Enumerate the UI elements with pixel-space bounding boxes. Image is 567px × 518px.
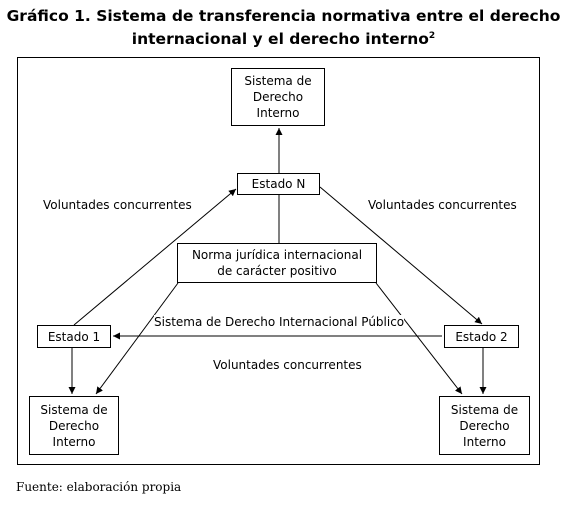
arrow-norma-to-sistema-right bbox=[375, 282, 463, 395]
label-voluntades-bottom: Voluntades concurrentes bbox=[213, 358, 362, 372]
label-voluntades-right: Voluntades concurrentes bbox=[368, 198, 517, 212]
node-sistema-left: Sistema de Derecho Interno bbox=[29, 396, 119, 455]
node-sistema-top: Sistema de Derecho Interno bbox=[231, 68, 325, 126]
title-line-1: Gráfico 1. Sistema de transferencia norm… bbox=[6, 7, 561, 25]
source-note: Fuente: elaboración propia bbox=[16, 480, 182, 494]
node-norma-label: Norma jurídica internacional de carácter… bbox=[191, 248, 363, 278]
node-estado-1: Estado 1 bbox=[37, 325, 111, 348]
title-line-2-text: internacional y el derecho interno bbox=[131, 30, 429, 48]
node-estado-2-label: Estado 2 bbox=[455, 329, 508, 344]
label-sistema-dip: Sistema de Derecho Internacional Público bbox=[154, 315, 405, 330]
figure-title: Gráfico 1. Sistema de transferencia norm… bbox=[0, 6, 567, 49]
node-estado-n: Estado N bbox=[237, 173, 320, 195]
title-line-2: internacional y el derecho interno2 bbox=[0, 26, 567, 49]
node-estado-1-label: Estado 1 bbox=[47, 329, 101, 344]
node-sistema-right: Sistema de Derecho Interno bbox=[439, 396, 530, 455]
diagram-frame bbox=[17, 57, 540, 465]
node-sistema-top-label: Sistema de Derecho Interno bbox=[244, 74, 312, 120]
node-estado-n-label: Estado N bbox=[251, 177, 306, 191]
footnote-ref: 2 bbox=[428, 31, 436, 41]
arrow-estadon-to-estado2 bbox=[319, 186, 483, 325]
node-sistema-left-label: Sistema de Derecho Interno bbox=[40, 402, 108, 449]
arrow-estado1-to-estadon bbox=[73, 188, 237, 326]
arrow-norma-to-sistema-left bbox=[95, 282, 179, 395]
node-sistema-right-label: Sistema de Derecho Interno bbox=[450, 402, 519, 449]
node-norma: Norma jurídica internacional de carácter… bbox=[177, 243, 377, 283]
node-estado-2: Estado 2 bbox=[444, 325, 519, 348]
label-voluntades-left: Voluntades concurrentes bbox=[43, 198, 192, 212]
